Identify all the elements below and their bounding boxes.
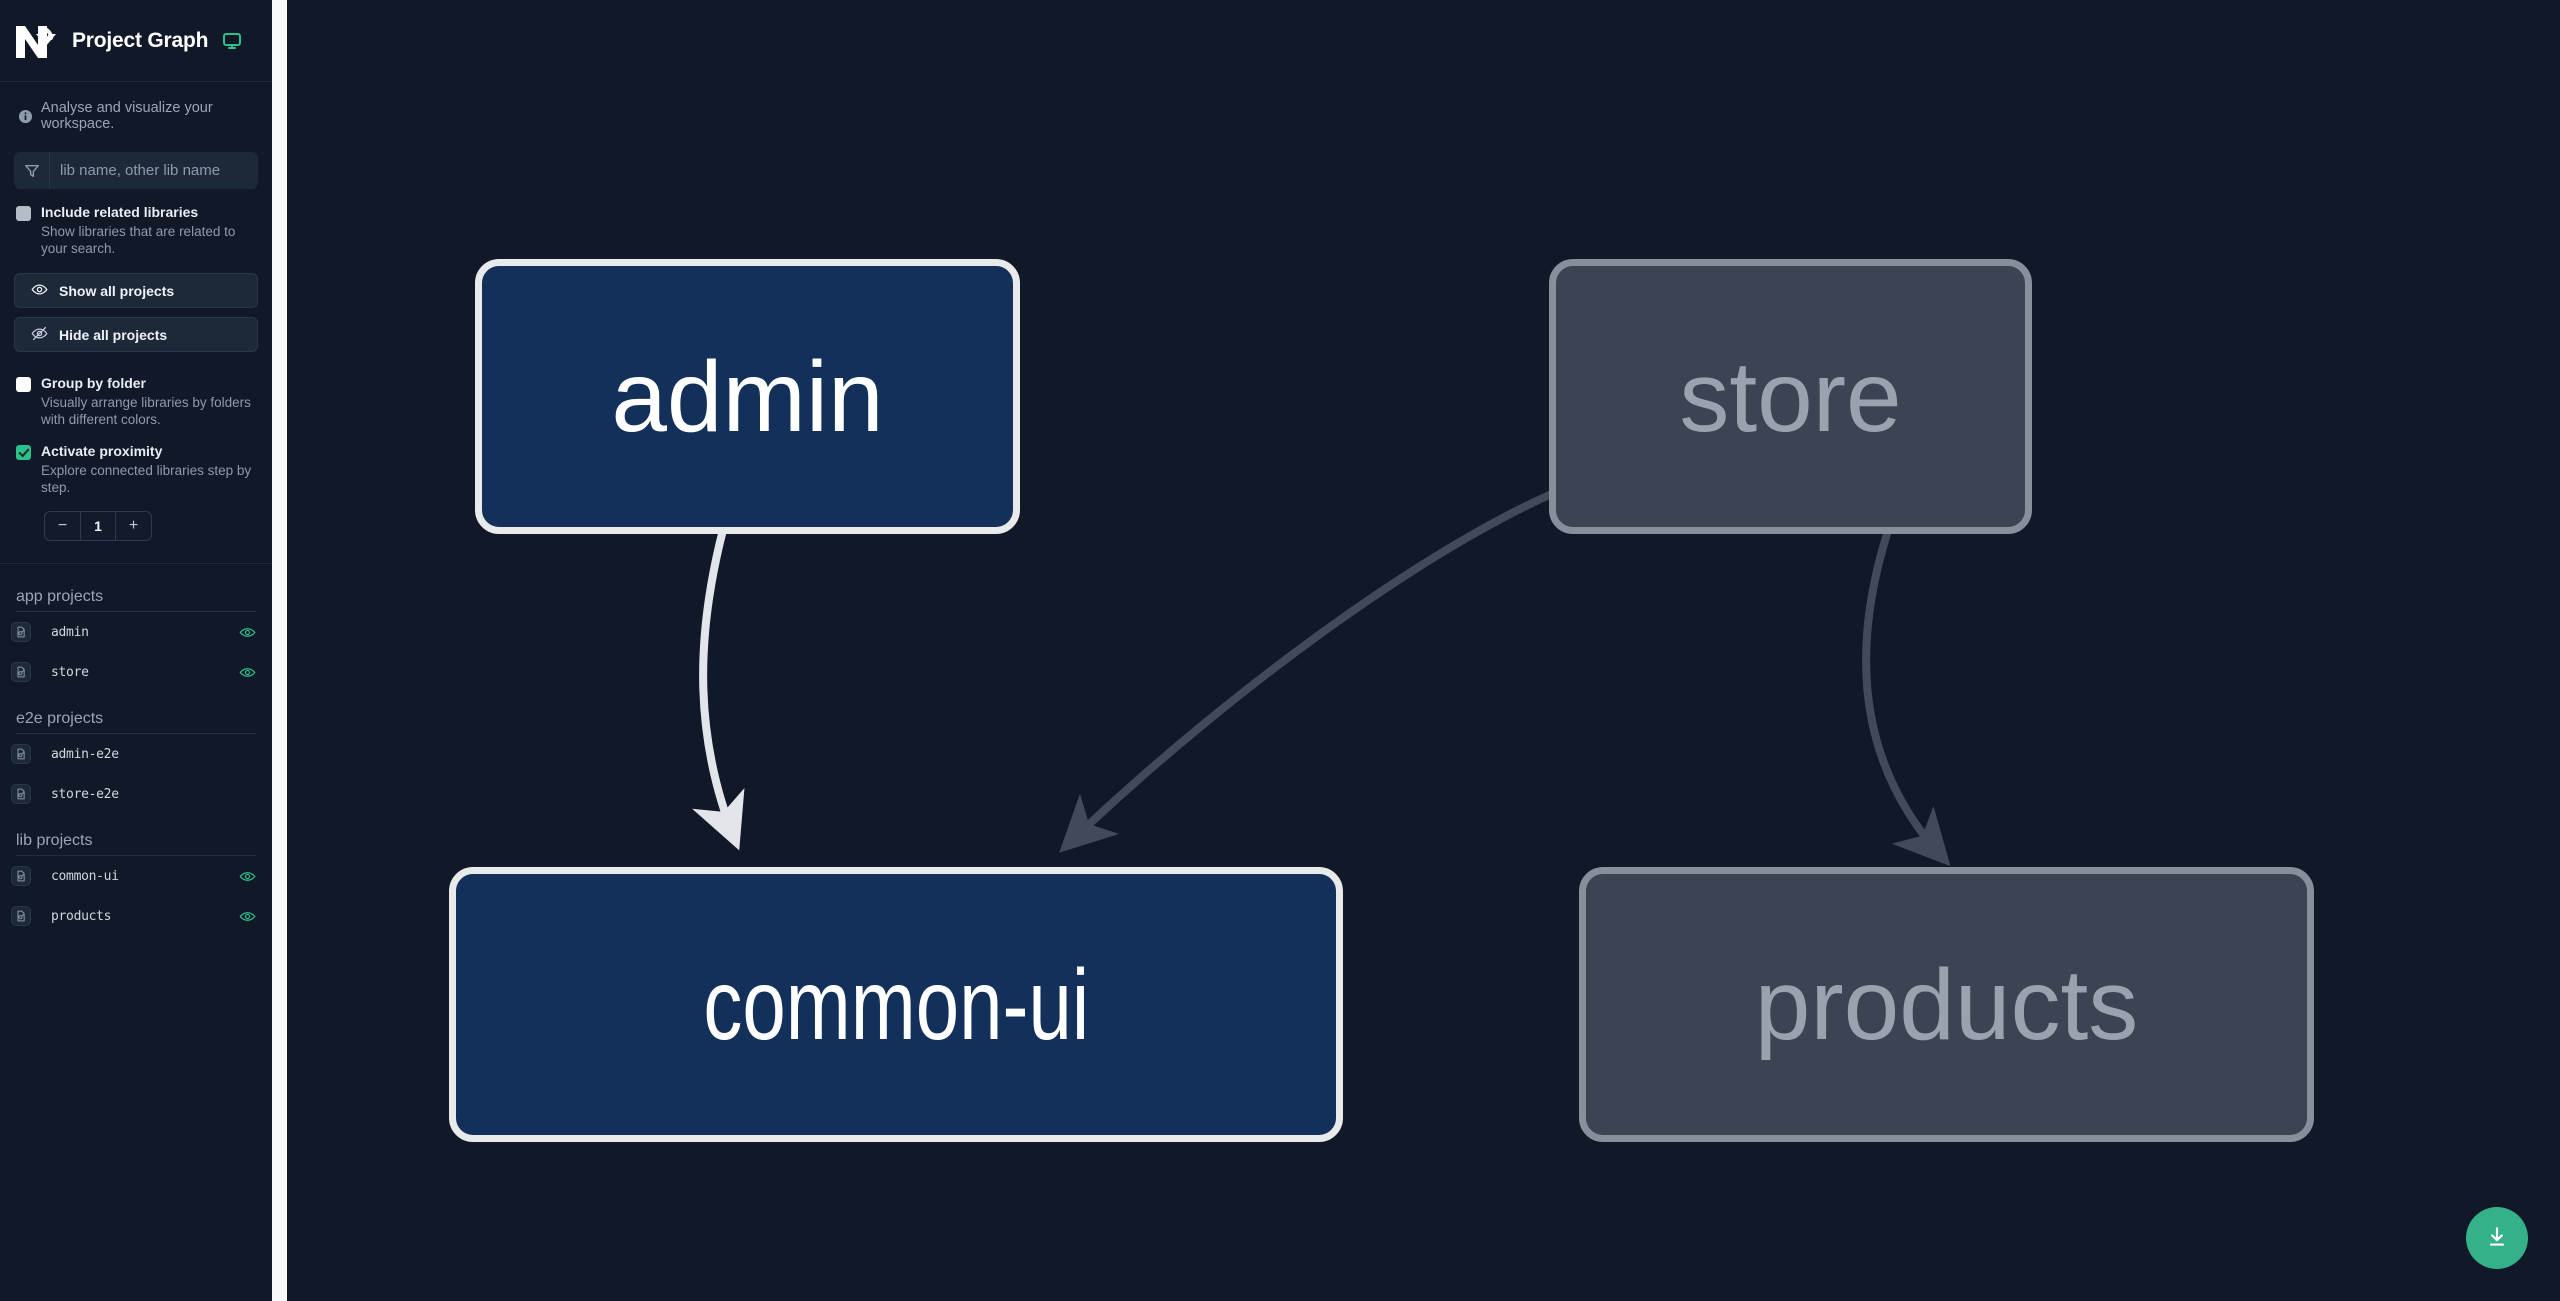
activate-proximity-label: Activate proximity [41, 443, 163, 459]
graph-node-store-label: store [1679, 340, 1902, 453]
download-icon [2484, 1224, 2510, 1253]
project-visibility-eye-icon[interactable] [239, 624, 256, 641]
show-all-projects-button[interactable]: Show all projects [14, 273, 258, 308]
sidebar-resize-handle[interactable] [272, 0, 287, 1301]
project-list-item-label: store [51, 664, 89, 680]
graph-node-products-label: products [1754, 948, 2139, 1061]
visibility-button-group: Show all projects Hide all projects [0, 257, 272, 352]
project-file-icon [11, 866, 31, 886]
project-file-icon [11, 906, 31, 926]
graph-node-products[interactable]: products [1579, 867, 2314, 1142]
eye-icon [31, 281, 48, 301]
hide-all-projects-label: Hide all projects [59, 326, 168, 343]
activate-proximity-desc: Explore connected libraries step by step… [41, 463, 252, 495]
project-list-item-common-ui[interactable]: common-ui [0, 856, 272, 896]
project-group-header-e2e-projects: e2e projects [16, 710, 104, 727]
eye-off-icon [31, 325, 48, 345]
proximity-stepper: − 1 + [44, 511, 152, 541]
activate-proximity-checkbox[interactable] [16, 445, 31, 460]
include-related-libraries-checkbox[interactable] [16, 206, 31, 221]
filter-icon [14, 152, 50, 189]
include-related-libraries-label: Include related libraries [41, 204, 199, 220]
project-group-rule [16, 855, 256, 856]
project-list-item-products[interactable]: products [0, 896, 272, 936]
sidebar: Project Graph Analyse and visualize your… [0, 0, 272, 1301]
proximity-decrement-button[interactable]: − [45, 512, 80, 540]
page-title: Project Graph [72, 28, 209, 52]
graph-node-common-ui-label: common-ui [703, 948, 1089, 1061]
project-file-icon [11, 662, 31, 682]
edge-store-to-common-ui [1059, 471, 1605, 853]
sidebar-header: Project Graph [0, 0, 272, 82]
graph-node-common-ui[interactable]: common-ui [449, 867, 1343, 1142]
project-list-item-store[interactable]: store [0, 652, 272, 692]
project-group-rule [16, 611, 256, 612]
include-related-libraries-desc: Show libraries that are related to your … [41, 224, 236, 256]
project-list-item-store-e2e[interactable]: store-e2e [0, 774, 272, 814]
edge-admin-to-common-ui [692, 526, 745, 851]
project-list-item-admin[interactable]: admin [0, 612, 272, 652]
monitor-icon[interactable] [222, 31, 242, 51]
graph-canvas[interactable]: admin store common-ui products [272, 0, 2560, 1301]
search-box [14, 152, 258, 189]
option-activate-proximity[interactable]: Activate proximity Explore connected lib… [0, 428, 272, 496]
project-group-rule [16, 733, 256, 734]
project-visibility-eye-icon[interactable] [239, 868, 256, 885]
graph-node-store[interactable]: store [1549, 259, 2032, 534]
group-by-folder-label: Group by folder [41, 375, 146, 391]
project-file-icon [11, 784, 31, 804]
project-group-header-app-projects: app projects [16, 588, 104, 605]
project-file-icon [11, 744, 31, 764]
graph-edges [692, 471, 1951, 867]
project-visibility-eye-icon[interactable] [239, 664, 256, 681]
group-by-folder-desc: Visually arrange libraries by folders wi… [41, 395, 251, 427]
project-group-header-lib-projects: lib projects [16, 832, 93, 849]
hide-all-projects-button[interactable]: Hide all projects [14, 317, 258, 352]
option-group-by-folder[interactable]: Group by folder Visually arrange librari… [0, 352, 272, 428]
info-icon [18, 109, 33, 124]
edge-store-to-products [1862, 528, 1951, 867]
sidebar-tagline: Analyse and visualize your workspace. [0, 82, 272, 146]
project-list-item-label: store-e2e [51, 786, 119, 802]
option-include-related-libraries[interactable]: Include related libraries Show libraries… [0, 189, 272, 257]
graph-node-admin-label: admin [611, 340, 884, 453]
group-by-folder-checkbox[interactable] [16, 377, 31, 392]
download-graph-button[interactable] [2466, 1207, 2528, 1269]
nx-logo [14, 20, 60, 62]
show-all-projects-label: Show all projects [59, 282, 175, 299]
project-list: app projects admin store e2e projects ad… [0, 564, 272, 1301]
project-list-item-label: products [51, 908, 112, 924]
search-input[interactable] [50, 152, 258, 189]
proximity-increment-button[interactable]: + [116, 512, 151, 540]
project-visibility-eye-icon[interactable] [239, 908, 256, 925]
project-list-item-label: admin [51, 624, 89, 640]
project-list-item-label: admin-e2e [51, 746, 119, 762]
project-file-icon [11, 622, 31, 642]
project-list-item-label: common-ui [51, 868, 119, 884]
proximity-value: 1 [80, 512, 116, 540]
graph-node-admin[interactable]: admin [475, 259, 1020, 534]
project-list-item-admin-e2e[interactable]: admin-e2e [0, 734, 272, 774]
tagline-text: Analyse and visualize your workspace. [41, 100, 213, 132]
sidebar-divider [0, 563, 272, 564]
